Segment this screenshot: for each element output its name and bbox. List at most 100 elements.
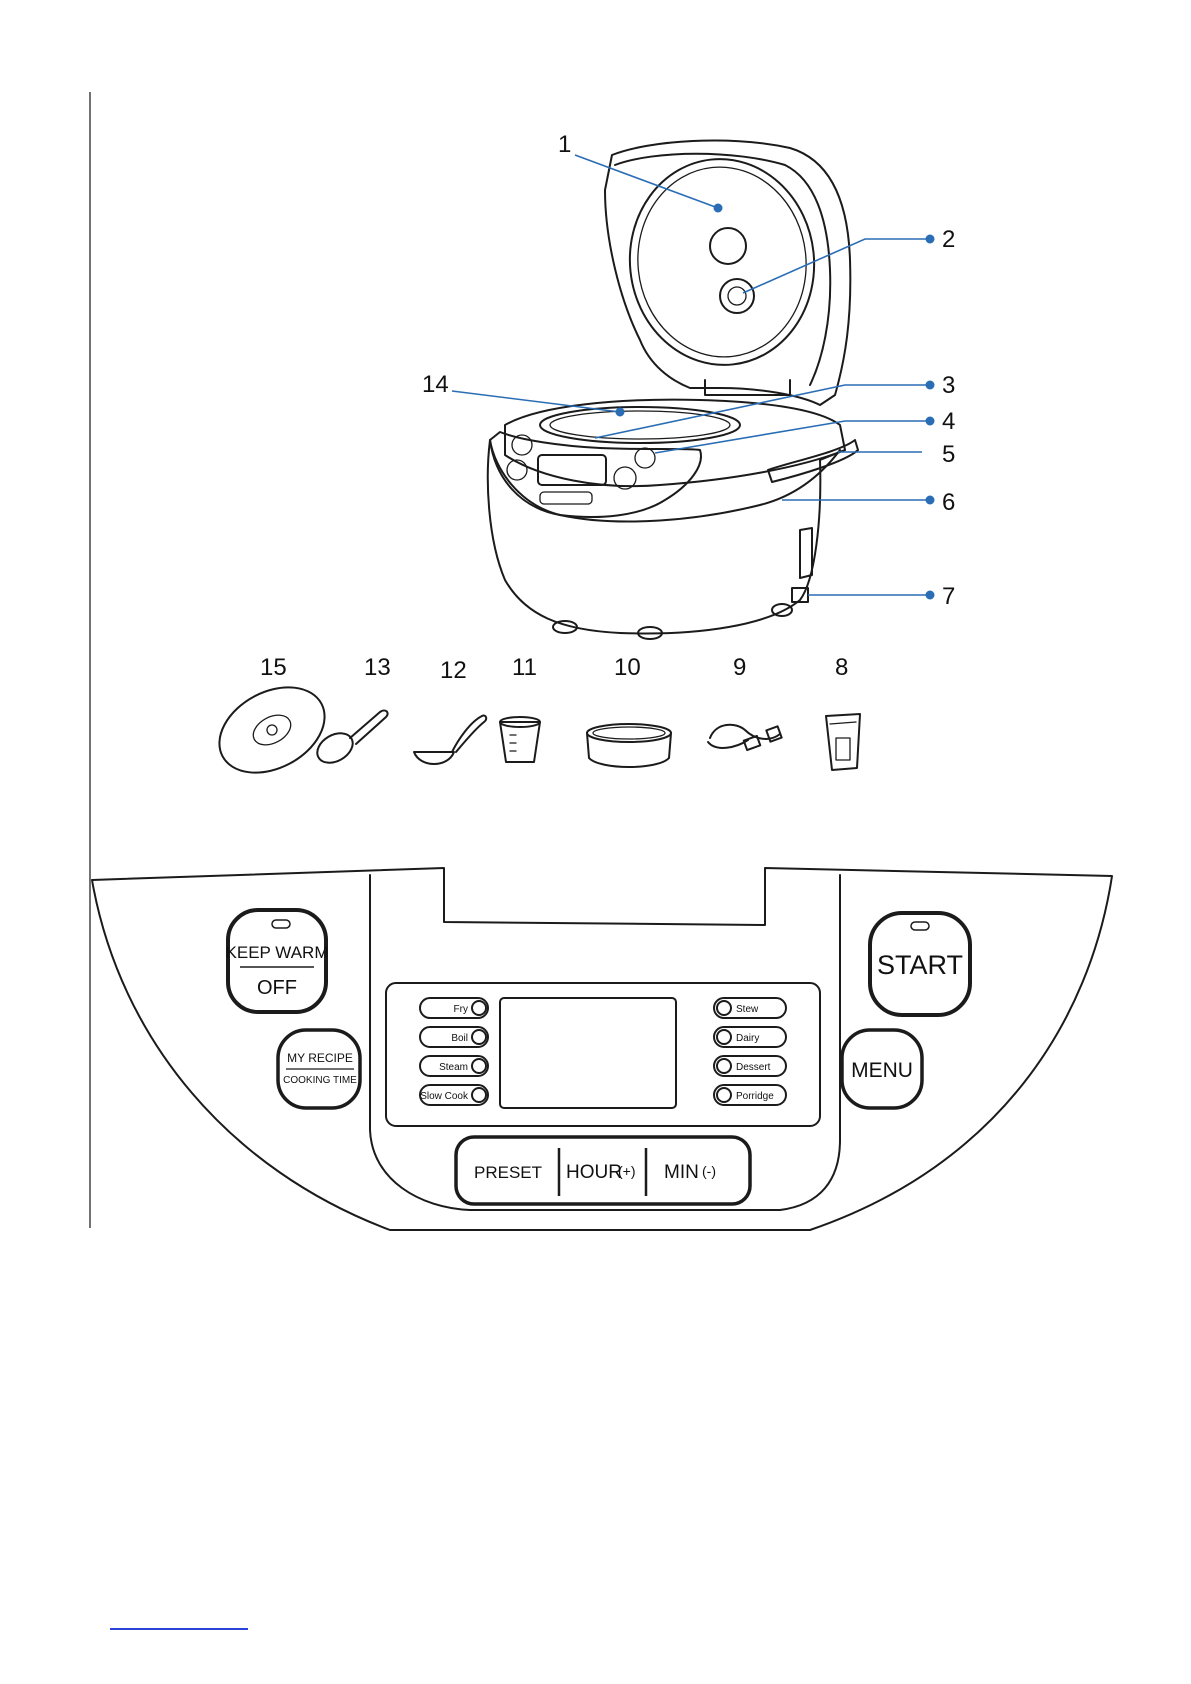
callout-numbers: 1 2 3 4 5 6 7 8 9 10 11 12 13 14 15: [260, 131, 955, 684]
hinge: [704, 379, 791, 396]
foot-right: [771, 603, 793, 617]
callout-dot-7: [925, 590, 935, 600]
min-minus-sign: (-): [702, 1163, 716, 1179]
callout-1: 1: [558, 131, 571, 158]
fry-indicator-icon: [471, 1000, 487, 1016]
callout-line-3: [594, 384, 930, 439]
body-side: [486, 439, 846, 635]
inner-lid-plate: [628, 158, 816, 366]
preset-button[interactable]: PRESET: [458, 1139, 558, 1202]
callout-dot-1: [713, 203, 723, 213]
accessories: [218, 686, 861, 774]
rice-spoon-icon: [316, 709, 389, 764]
callout-15: 15: [260, 654, 287, 681]
callout-dot-14: [615, 407, 625, 417]
body-waist: [489, 439, 841, 523]
program-steam-label: Steam: [439, 1062, 468, 1073]
callout-4: 4: [942, 408, 955, 435]
front-small-button: [539, 491, 593, 505]
panel-center-section: [369, 874, 841, 1211]
keep-warm-label: KEEP WARM: [226, 943, 329, 962]
callout-dot-3: [925, 380, 935, 390]
dairy-indicator-icon: [716, 1029, 732, 1045]
program-dessert[interactable]: Dessert: [713, 1055, 787, 1077]
front-button-1: [511, 434, 533, 456]
stew-indicator-icon: [716, 1000, 732, 1016]
inner-pot-rim-inner: [549, 410, 731, 440]
program-boil[interactable]: Boil: [419, 1026, 489, 1048]
hour-plus-button[interactable]: HOUR (+): [560, 1139, 645, 1202]
callout-line-2: [742, 238, 930, 294]
callout-dot-2: [925, 234, 935, 244]
program-stew-label: Stew: [736, 1004, 759, 1015]
foot-middle: [637, 626, 663, 640]
callout-12: 12: [440, 657, 467, 684]
keep-warm-off-button[interactable]: KEEP WARM OFF: [226, 908, 329, 1014]
inner-lid-ring: [637, 166, 807, 358]
callout-9: 9: [733, 654, 746, 681]
steam-indicator-icon: [471, 1058, 487, 1074]
front-button-3: [613, 466, 637, 490]
program-porridge-label: Porridge: [736, 1091, 774, 1102]
program-steam[interactable]: Steam: [419, 1055, 489, 1077]
program-dairy[interactable]: Dairy: [713, 1026, 787, 1048]
program-fry[interactable]: Fry: [419, 997, 489, 1019]
left-program-list: Fry Boil Steam Slow Cook: [419, 997, 489, 1106]
dessert-indicator-icon: [716, 1058, 732, 1074]
time-setting-bar: PRESET HOUR (+) MIN (-): [454, 1135, 752, 1206]
callout-lines: [451, 154, 935, 600]
program-boil-label: Boil: [451, 1033, 468, 1044]
preset-label: PRESET: [474, 1163, 542, 1182]
program-porridge[interactable]: Porridge: [713, 1084, 787, 1106]
keep-warm-indicator-icon: [271, 919, 291, 929]
lid-outer: [604, 139, 852, 406]
program-stew[interactable]: Stew: [713, 997, 787, 1019]
hour-plus-sign: (+): [618, 1163, 636, 1179]
inner-pot-rim: [539, 406, 741, 444]
callout-line-14: [451, 390, 621, 413]
callout-3: 3: [942, 372, 955, 399]
min-label: MIN: [664, 1162, 699, 1183]
front-button-2: [506, 459, 528, 481]
off-label: OFF: [257, 977, 297, 999]
hour-label: HOUR: [566, 1162, 622, 1183]
lcd-screen: [499, 997, 677, 1109]
program-slow-cook[interactable]: Slow Cook: [419, 1084, 489, 1106]
menu-label: MENU: [851, 1059, 913, 1082]
callout-11: 11: [512, 654, 537, 681]
program-dairy-label: Dairy: [736, 1033, 759, 1044]
porridge-indicator-icon: [716, 1087, 732, 1103]
time-bar-frame: [454, 1135, 752, 1206]
min-minus-button[interactable]: MIN (-): [647, 1139, 748, 1202]
callout-6: 6: [942, 489, 955, 516]
glass-lid-icon: [218, 686, 326, 774]
handle: [767, 439, 859, 483]
callout-dot-6: [925, 495, 935, 505]
footer-link-underline[interactable]: [110, 1628, 248, 1630]
start-indicator-icon: [910, 921, 930, 931]
power-cord-icon: [707, 723, 783, 752]
callout-line-4: [654, 420, 930, 454]
callout-8: 8: [835, 654, 848, 681]
control-panel: Fry Boil Steam Slow Cook: [91, 867, 1113, 1231]
rice-cooker-illustration: [486, 139, 859, 640]
lid-rim: [614, 152, 832, 386]
front-display: [537, 454, 607, 486]
start-label: START: [877, 950, 963, 980]
steam-valve-center: [727, 286, 747, 306]
menu-button[interactable]: MENU: [840, 1028, 924, 1110]
measuring-cup-icon: [499, 716, 541, 763]
water-collector-icon: [825, 713, 861, 771]
callout-7: 7: [942, 583, 955, 610]
my-recipe-cooking-time-button[interactable]: MY RECIPE COOKING TIME: [276, 1028, 362, 1110]
front-button-4: [634, 447, 656, 469]
display-bezel: [385, 982, 821, 1127]
soup-ladle-icon: [413, 714, 488, 765]
callout-dot-4: [925, 416, 935, 426]
my-recipe-label: MY RECIPE: [287, 1051, 353, 1065]
boil-indicator-icon: [471, 1029, 487, 1045]
start-button[interactable]: START: [868, 911, 972, 1017]
program-fry-label: Fry: [454, 1004, 468, 1015]
callout-13: 13: [364, 654, 391, 681]
inner-pot-icon: [586, 723, 672, 768]
